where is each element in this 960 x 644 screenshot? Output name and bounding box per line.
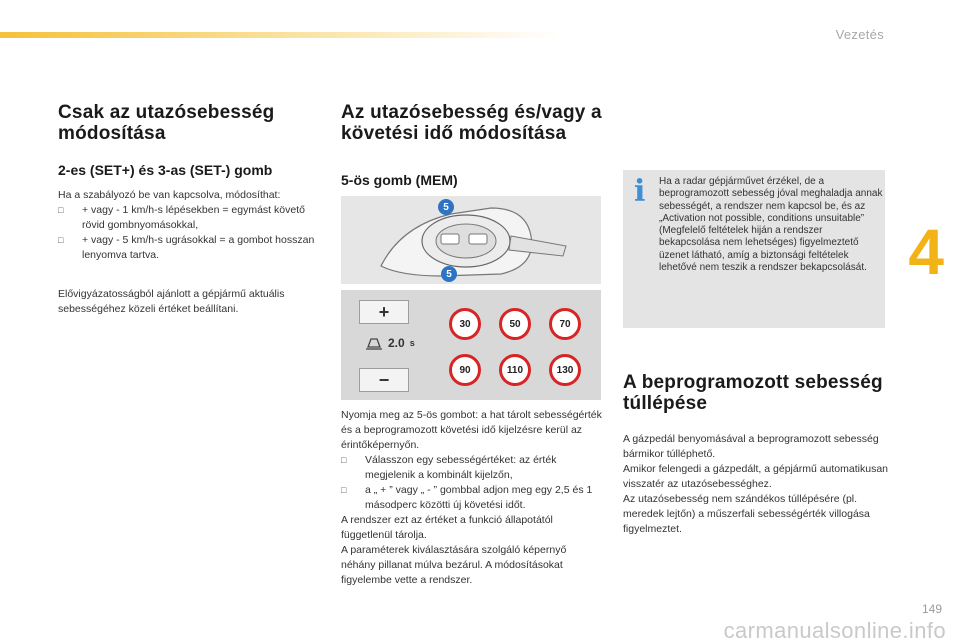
- steering-stalk-drawing: [380, 207, 567, 277]
- column-exceed-speed: A beprogramozott sebesség túllépése A gá…: [623, 372, 888, 537]
- caution-note: Elővigyázatosságból ajánlott a gépjármű …: [58, 288, 285, 315]
- section-title-speed-and-time: Az utazósebesség és/vagy a követési idő …: [341, 102, 602, 144]
- bullet-icon: □: [341, 485, 347, 495]
- speed-preset-button[interactable]: 90: [449, 354, 481, 386]
- section-title-exceed-speed: A beprogramozott sebesség túllépése: [623, 372, 883, 414]
- bullet-icon: □: [58, 205, 64, 215]
- speed-preset-button[interactable]: 70: [549, 308, 581, 340]
- header-accent-bar: [0, 32, 560, 38]
- time-value: 2.0: [388, 336, 405, 350]
- minus-button[interactable]: −: [359, 368, 409, 392]
- column-speed-and-time: Az utazósebesség és/vagy a követési idő …: [341, 102, 603, 188]
- bullet-item: □ + vagy - 5 km/h-s ugrásokkal = a gombo…: [58, 233, 320, 263]
- info-box: i Ha a radar gépjárművet érzékel, de a b…: [623, 170, 885, 328]
- subtitle-set-buttons: 2-es (SET+) és 3-as (SET-) gomb: [58, 162, 273, 178]
- callout-five-top: 5: [438, 199, 454, 215]
- paragraph: A paraméterek kiválasztására szolgáló ké…: [341, 544, 567, 586]
- bullet-text: Válasszon egy sebességértéket: az érték …: [365, 454, 557, 481]
- bullet-text: + vagy - 1 km/h-s lépésekben = egymást k…: [82, 204, 305, 231]
- paragraph: Az utazósebesség nem szándékos túllépésé…: [623, 493, 870, 535]
- callout-five-bottom: 5: [441, 266, 457, 282]
- paragraph: Amikor felengedi a gázpedált, a gépjármű…: [623, 463, 888, 490]
- info-icon: i: [634, 174, 646, 209]
- bullet-text: + vagy - 5 km/h-s ugrásokkal = a gombot …: [82, 234, 315, 261]
- speed-preset-button[interactable]: 30: [449, 308, 481, 340]
- section-label: Vezetés: [835, 27, 884, 42]
- paragraph: A gázpedál benyomásával a beprogramozott…: [623, 433, 879, 460]
- plus-button[interactable]: +: [359, 300, 409, 324]
- intro-text: Ha a szabályozó be van kapcsolva, módosí…: [58, 189, 281, 201]
- bullet-icon: □: [58, 235, 64, 245]
- speed-preset-button[interactable]: 130: [549, 354, 581, 386]
- column-speed-only: Csak az utazósebesség módosítása 2-es (S…: [58, 102, 320, 317]
- subtitle-mem-button: 5-ös gomb (MEM): [341, 172, 458, 188]
- following-time-display: 2.0 s: [365, 335, 415, 351]
- bullet-item: □ Válasszon egy sebességértéket: az érté…: [341, 453, 603, 483]
- time-unit: s: [409, 338, 415, 348]
- steering-control-illustration: 5 5: [341, 196, 601, 284]
- speed-preset-button[interactable]: 50: [499, 308, 531, 340]
- watermark: carmanualsonline.info: [723, 618, 946, 643]
- chapter-number: 4: [908, 216, 944, 288]
- bullet-item: □ a „ + ” vagy „ - ” gombbal adjon meg e…: [341, 483, 603, 513]
- bullet-icon: □: [341, 455, 347, 465]
- bullet-text: a „ + ” vagy „ - ” gombbal adjon meg egy…: [365, 484, 593, 511]
- paragraph: A rendszer ezt az értéket a funkció álla…: [341, 514, 553, 541]
- car-distance-icon: [366, 338, 382, 350]
- bullet-item: □ + vagy - 1 km/h-s lépésekben = egymást…: [58, 203, 320, 233]
- touchscreen-illustration: + 2.0 s − 30 50 70 90 110 130: [341, 290, 601, 400]
- speed-preset-button[interactable]: 110: [499, 354, 531, 386]
- section-title-speed-only: Csak az utazósebesség módosítása: [58, 102, 275, 144]
- mem-instructions: Nyomja meg az 5-ös gombot: a hat tárolt …: [341, 408, 603, 588]
- info-text: Ha a radar gépjárművet érzékel, de a bep…: [659, 176, 883, 274]
- page-number: 149: [921, 602, 942, 616]
- paragraph: Nyomja meg az 5-ös gombot: a hat tárolt …: [341, 409, 602, 451]
